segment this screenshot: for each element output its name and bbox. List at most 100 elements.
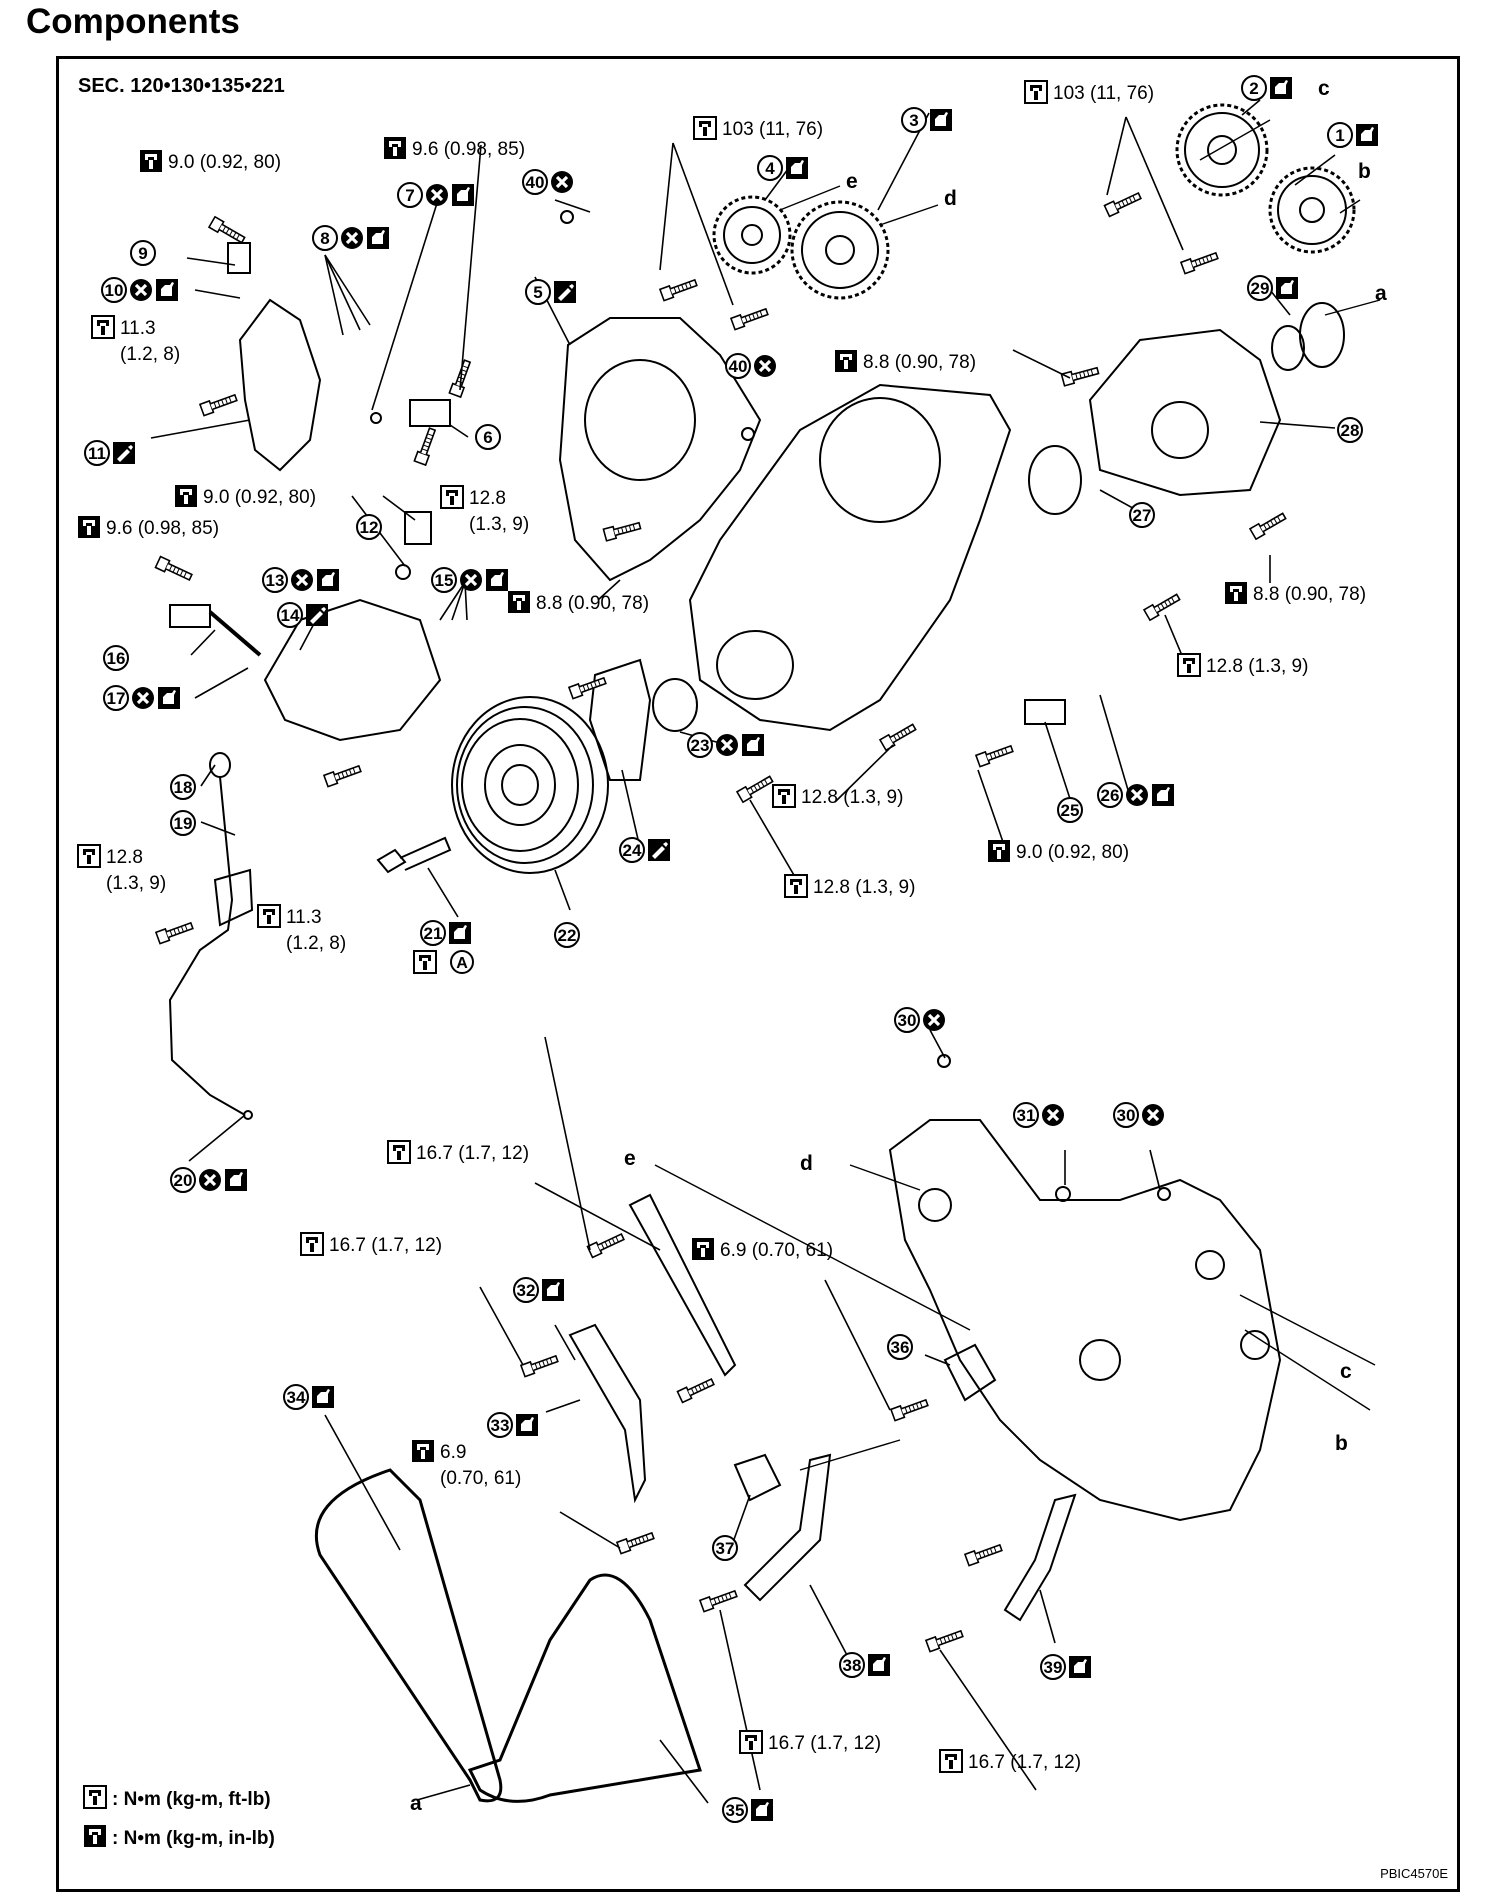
callout-number: 37 xyxy=(716,1539,735,1558)
oil-mark-icon xyxy=(225,1169,247,1191)
torque-value: 6.9 (0.70, 61) xyxy=(720,1240,833,1261)
callout-17: 17 xyxy=(103,685,180,711)
callout-number: 13 xyxy=(266,571,285,590)
connection-letter-e: e xyxy=(624,1147,636,1170)
torque-spec: 9.0 (0.92, 80) xyxy=(140,150,281,173)
rotor-27 xyxy=(1028,445,1082,515)
oil-mark-icon xyxy=(452,184,474,206)
callout-27: 27 xyxy=(1129,502,1155,528)
oil-mark-icon xyxy=(158,687,180,709)
callout-number: 9 xyxy=(138,244,147,263)
torque-ftlb-icon xyxy=(387,1140,411,1164)
torque-value-secondary: (1.2, 8) xyxy=(120,344,180,365)
torque-value: 9.6 (0.98, 85) xyxy=(106,518,219,539)
torque-value: 12.8 xyxy=(106,847,143,868)
connection-letter-b: b xyxy=(1335,1432,1348,1455)
callout-number: 24 xyxy=(623,841,642,860)
torque-inlb-icon xyxy=(412,1440,434,1462)
replace-mark-icon xyxy=(424,182,450,208)
replace-mark-icon xyxy=(1124,782,1150,808)
callout-1: 1 xyxy=(1327,122,1378,148)
callout-40: 40 xyxy=(522,169,575,195)
oil-mark-icon xyxy=(516,1414,538,1436)
torque-spec: 12.8(1.3, 9) xyxy=(77,844,166,894)
connection-letter-d: d xyxy=(944,187,957,210)
oil-mark-icon xyxy=(486,569,508,591)
callout-number: 34 xyxy=(287,1388,306,1407)
connection-letter-c: c xyxy=(1318,77,1330,100)
torque-value: 9.0 (0.92, 80) xyxy=(203,487,316,508)
torque-ftlb-icon xyxy=(739,1730,763,1754)
torque-spec: 16.7 (1.7, 12) xyxy=(300,1232,442,1256)
sealant-mark-icon xyxy=(113,442,135,464)
callout-36: 36 xyxy=(887,1334,913,1360)
callout-31: 31 xyxy=(1013,1102,1066,1128)
sensor-6 xyxy=(409,399,451,427)
torque-spec: 9.6 (0.98, 85) xyxy=(78,516,219,539)
oil-mark-icon xyxy=(751,1799,773,1821)
callout-19: 19 xyxy=(170,810,196,836)
timing-chain-34 xyxy=(314,1468,503,1803)
callout-8: 8 xyxy=(312,225,389,251)
torque-value: 6.9 xyxy=(440,1442,466,1463)
gasket-24 xyxy=(588,658,652,781)
callout-26: 26 xyxy=(1097,782,1174,808)
torque-inlb-icon xyxy=(84,1825,106,1847)
torque-value: 8.8 (0.90, 78) xyxy=(536,593,649,614)
connection-letter-a: a xyxy=(410,1792,422,1815)
callout-number: 11 xyxy=(88,444,106,463)
torque-ftlb-icon xyxy=(784,874,808,898)
callout-9: 9 xyxy=(130,240,156,266)
tension-guide-33 xyxy=(568,1323,647,1504)
torque-specs: 9.0 (0.92, 80) 9.6 (0.98, 85) 103 (11, 76)… xyxy=(77,80,1366,1773)
callout-number: 22 xyxy=(558,926,577,945)
callout-20: 20 xyxy=(170,1167,247,1193)
callout-number: 40 xyxy=(526,173,545,192)
torque-value: 16.7 (1.7, 12) xyxy=(329,1235,442,1256)
torque-ftlb-icon xyxy=(1177,653,1201,677)
callout-number: 16 xyxy=(107,649,126,668)
torque-spec: 6.9(0.70, 61) xyxy=(412,1440,521,1489)
oil-mark-icon xyxy=(1270,77,1292,99)
torque-inlb-icon xyxy=(140,150,162,172)
callout-number: 35 xyxy=(726,1801,745,1820)
timing-cover-5 xyxy=(558,317,762,582)
torque-value: 9.6 (0.98, 85) xyxy=(412,139,525,160)
callout-number: 30 xyxy=(1117,1106,1136,1125)
dipstick-19 xyxy=(168,752,254,1120)
callout-7: 7 xyxy=(397,182,474,208)
callout-number: 6 xyxy=(483,428,492,447)
replace-mark-icon xyxy=(752,353,778,379)
replace-mark-icon xyxy=(130,685,156,711)
replace-mark-icon xyxy=(458,567,484,593)
torque-ftlb-icon xyxy=(91,315,115,339)
callout-number: 32 xyxy=(517,1281,536,1300)
callout-13: 13 xyxy=(262,567,339,593)
torque-ftlb-icon xyxy=(1024,80,1048,104)
callout-number: 17 xyxy=(107,689,126,708)
callout-number: 14 xyxy=(281,606,300,625)
torque-spec: 8.8 (0.90, 78) xyxy=(835,350,976,373)
torque-inlb-icon xyxy=(175,485,197,507)
callout-number: 26 xyxy=(1101,786,1120,805)
replace-mark-icon xyxy=(549,169,575,195)
torque-spec: 9.0 (0.92, 80) xyxy=(988,840,1129,863)
crank-sprocket-29 xyxy=(1271,302,1345,371)
callout-number: 23 xyxy=(691,736,710,755)
callout-16: 16 xyxy=(103,645,129,671)
torque-inlb-icon xyxy=(692,1238,714,1260)
torque-value: 103 (11, 76) xyxy=(722,119,823,140)
torque-value: 12.8 xyxy=(469,488,506,509)
callout-37: 37 xyxy=(712,1535,738,1561)
torque-inlb-icon xyxy=(384,137,406,159)
torque-spec: 12.8 (1.3, 9) xyxy=(772,784,903,808)
callout-34: 34 xyxy=(283,1384,334,1410)
torque-inlb-icon xyxy=(1225,582,1247,604)
sprocket-4 xyxy=(712,195,792,275)
callout-number: 28 xyxy=(1341,421,1360,440)
torque-value: 8.8 (0.90, 78) xyxy=(1253,584,1366,605)
replace-mark-icon xyxy=(197,1167,223,1193)
torque-spec: 16.7 (1.7, 12) xyxy=(939,1749,1081,1773)
circle-a-label: A xyxy=(456,955,468,972)
